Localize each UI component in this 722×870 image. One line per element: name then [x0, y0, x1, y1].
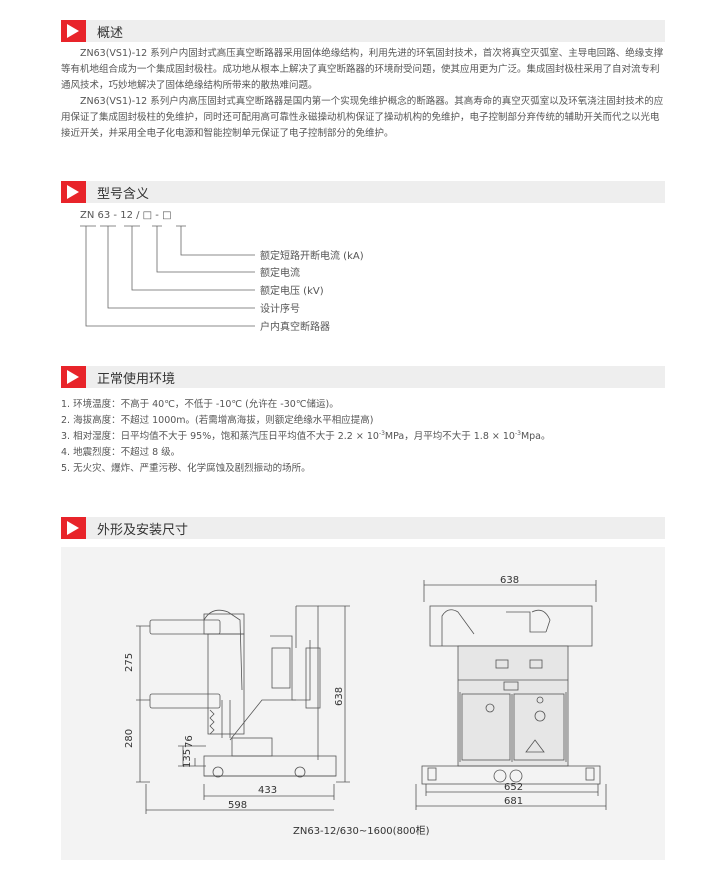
play-arrow-icon — [61, 181, 86, 203]
model-label: 额定电流 — [260, 266, 300, 279]
drawing-caption: ZN63-12/630~1600(800柜) — [293, 826, 430, 837]
list-item: 4. 地震烈度：不超过 8 级。 — [61, 447, 181, 458]
model-label: 设计序号 — [260, 302, 300, 315]
play-arrow-icon — [61, 20, 86, 42]
dim-280: 280 — [124, 729, 135, 748]
environment-list: 1. 环境温度：不高于 40℃，不低于 -10℃ (允许在 -30℃储运)。 2… — [61, 397, 681, 477]
section-header-overview: 概述 — [61, 20, 665, 42]
play-arrow-icon — [61, 366, 86, 388]
list-item: 2. 海拔高度：不超过 1000m。(若需增高海拔，则额定绝缘水平相应提高) — [61, 415, 374, 426]
play-arrow-icon — [61, 517, 86, 539]
dim-76: 76 — [184, 735, 195, 748]
section-title: 外形及安装尺寸 — [97, 523, 189, 538]
list-item: 3. 相对湿度：日平均值不大于 95%，饱和蒸汽压日平均值不大于 2.2 × 1… — [61, 430, 551, 443]
section-header-environment: 正常使用环境 — [61, 366, 665, 388]
model-designation-diagram: 额定短路开断电流 (kA) 额定电流 额定电压 (kV) 设计序号 户内真空断路… — [80, 225, 364, 333]
dim-638-side: 638 — [334, 687, 345, 706]
overview-paragraph: ZN63(VS1)-12 系列户内高压固封式真空断路器是国内第一个实现免维护概念… — [61, 96, 664, 139]
list-item: 1. 环境温度：不高于 40℃，不低于 -10℃ (允许在 -30℃储运)。 — [61, 399, 339, 410]
model-label: 额定短路开断电流 (kA) — [260, 249, 364, 262]
section-header-model: 型号含义 — [61, 181, 665, 203]
model-code: ZN 63 - 12 / □ - □ — [80, 210, 172, 221]
section-header-dimensions: 外形及安装尺寸 — [61, 517, 665, 539]
section-title: 型号含义 — [97, 187, 150, 202]
section-title: 正常使用环境 — [97, 372, 176, 387]
dim-135: 135 — [182, 749, 193, 768]
dim-638-front: 638 — [500, 575, 519, 586]
overview-text: ZN63(VS1)-12 系列户内固封式高压真空断路器采用固体绝缘结构，利用先进… — [61, 46, 665, 142]
dim-681: 681 — [504, 796, 523, 807]
dim-598: 598 — [228, 800, 247, 811]
model-label: 户内真空断路器 — [260, 320, 330, 333]
section-title: 概述 — [97, 26, 124, 41]
overview-paragraph: ZN63(VS1)-12 系列户内固封式高压真空断路器采用固体绝缘结构，利用先进… — [61, 48, 664, 91]
dim-652: 652 — [504, 782, 523, 793]
dim-433: 433 — [258, 785, 277, 796]
dim-275: 275 — [124, 653, 135, 672]
model-label: 额定电压 (kV) — [260, 284, 324, 297]
list-item: 5. 无火灾、爆炸、严重污秽、化学腐蚀及剧烈振动的场所。 — [61, 463, 311, 474]
